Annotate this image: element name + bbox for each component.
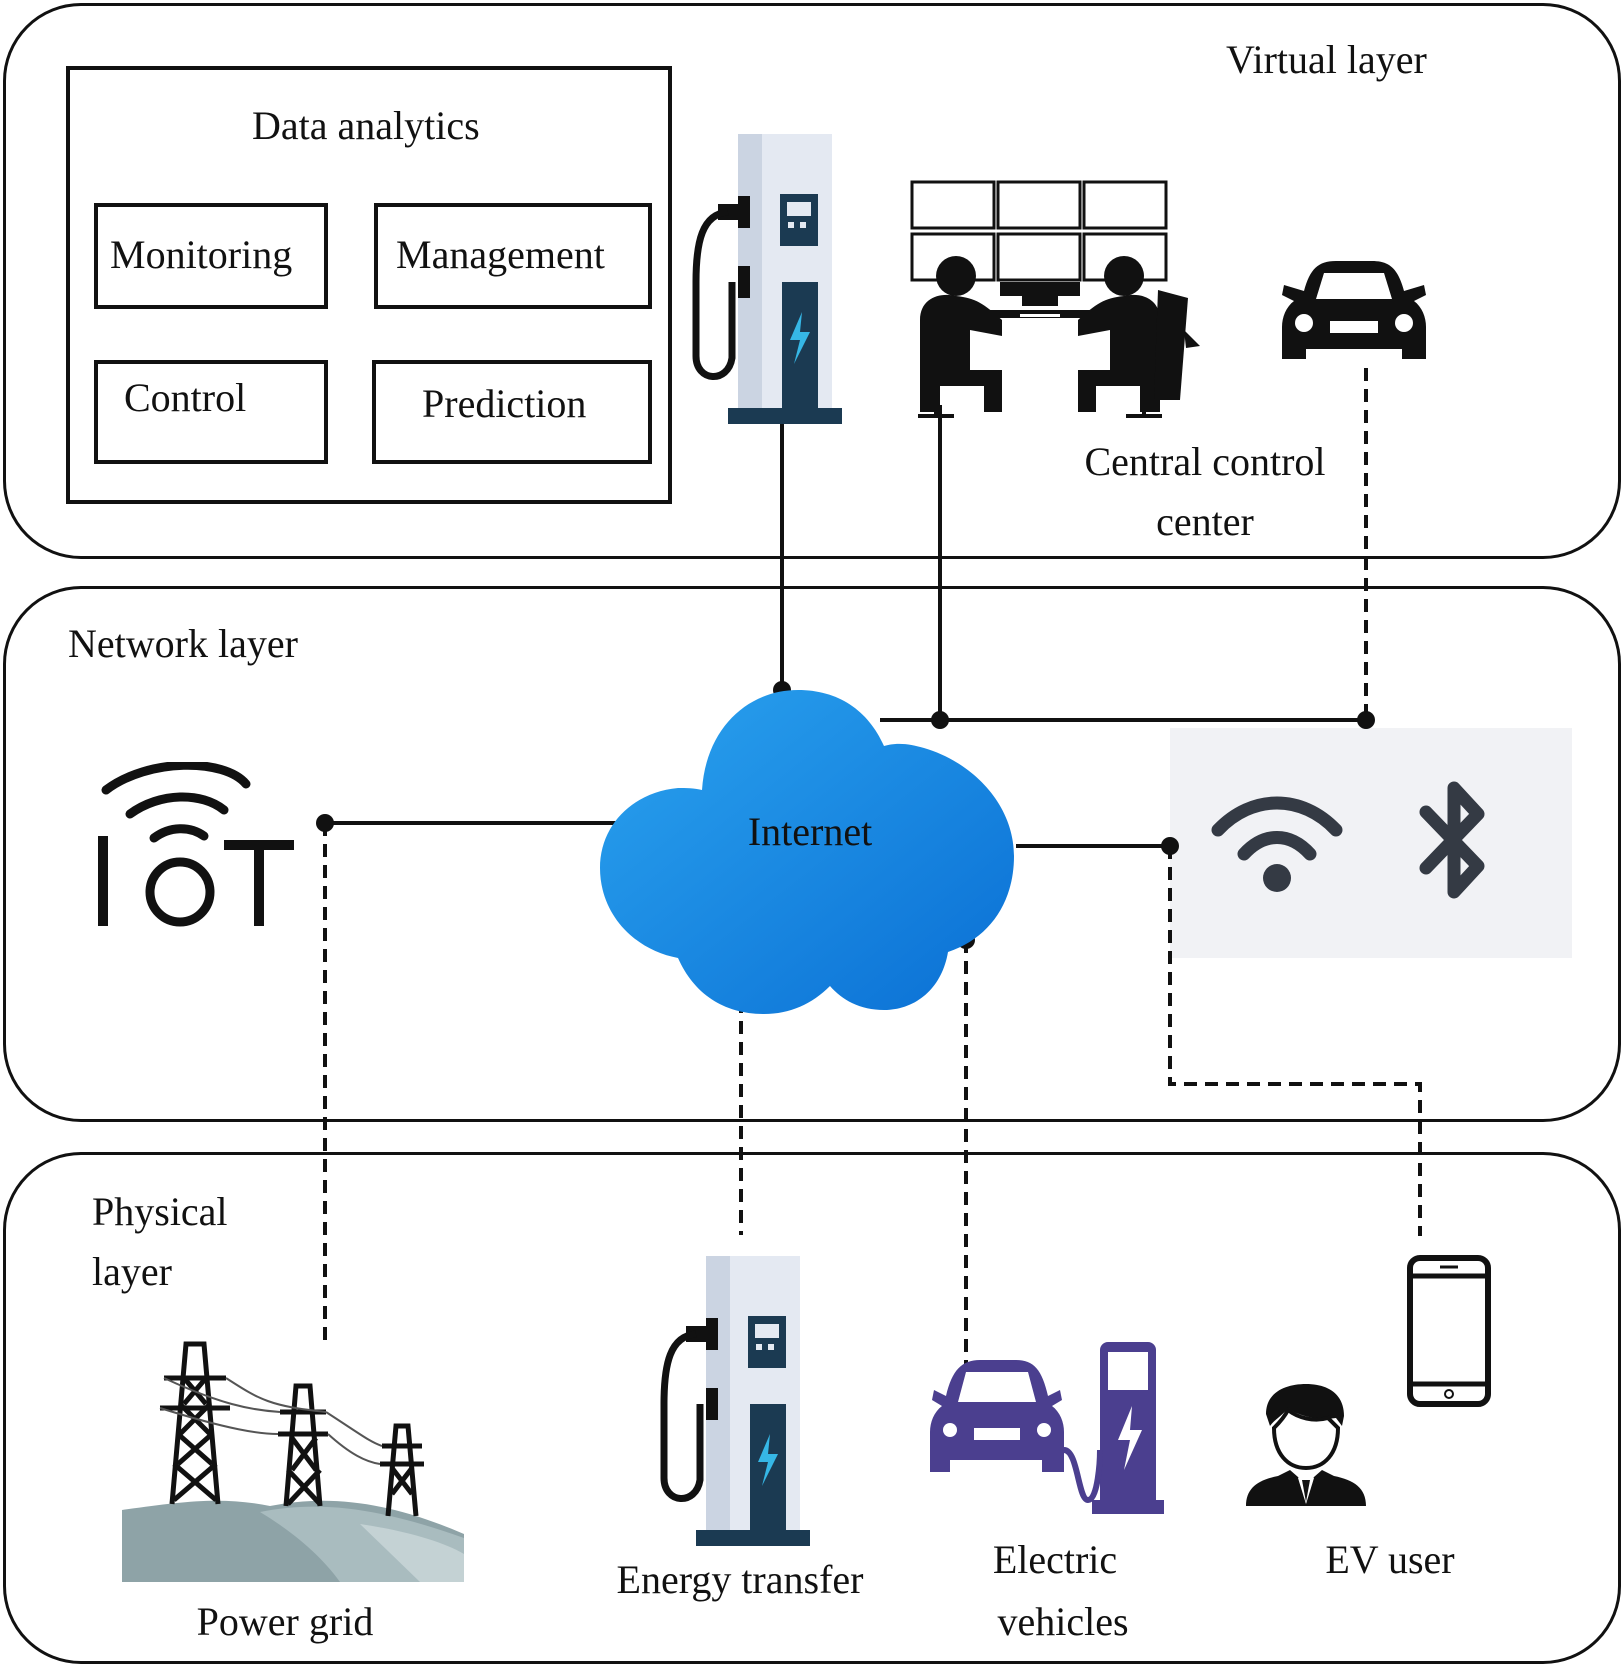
data-analytics-title: Data analytics — [252, 103, 480, 148]
junction-dot — [316, 814, 334, 832]
physical-layer-label-line2: layer — [92, 1249, 172, 1294]
control-label: Control — [124, 375, 247, 420]
control-room-operators-icon — [910, 180, 1200, 418]
wifi-icon — [1211, 796, 1343, 892]
smartphone-icon — [1407, 1255, 1491, 1407]
virtual-layer-label: Virtual layer — [1226, 37, 1427, 82]
ev-user-label: EV user — [1325, 1537, 1455, 1582]
internet-cloud — [600, 690, 1014, 1014]
data-analytics-box: Data analytics — [66, 66, 672, 504]
iot-wifi-icon — [98, 762, 294, 927]
power-grid-label: Power grid — [196, 1599, 374, 1644]
junction-dot — [931, 711, 949, 729]
bluetooth-icon — [1419, 781, 1485, 899]
junction-dot — [1161, 837, 1179, 855]
physical-layer-label-line1: Physical — [92, 1189, 228, 1234]
ev-charging-station-icon — [660, 1256, 810, 1546]
monitoring-label: Monitoring — [110, 232, 293, 277]
power-pylons-icon — [122, 1341, 464, 1582]
wireless-panel — [1170, 728, 1572, 958]
energy-transfer-label: Energy transfer — [616, 1557, 864, 1602]
wire-ev-user-dashed — [1168, 846, 1422, 1236]
ev-charging-car-icon — [930, 1342, 1164, 1514]
prediction-box: Prediction — [372, 360, 652, 464]
management-box: Management — [374, 203, 652, 309]
central-control-label-line2: center — [1156, 499, 1254, 544]
electric-vehicles-label-line2: vehicles — [997, 1599, 1129, 1644]
network-layer-label: Network layer — [68, 621, 298, 666]
junction-dot — [1357, 711, 1375, 729]
ev-charging-station-icon — [692, 134, 842, 424]
monitoring-box: Monitoring — [94, 203, 328, 309]
central-control-label-line1: Central control — [1084, 439, 1326, 484]
prediction-label: Prediction — [422, 381, 587, 426]
person-icon — [1246, 1384, 1366, 1506]
management-label: Management — [396, 232, 605, 277]
car-icon — [1282, 261, 1426, 359]
control-box: Control — [94, 360, 328, 464]
internet-label: Internet — [747, 809, 873, 854]
electric-vehicles-label-line1: Electric — [992, 1537, 1118, 1582]
